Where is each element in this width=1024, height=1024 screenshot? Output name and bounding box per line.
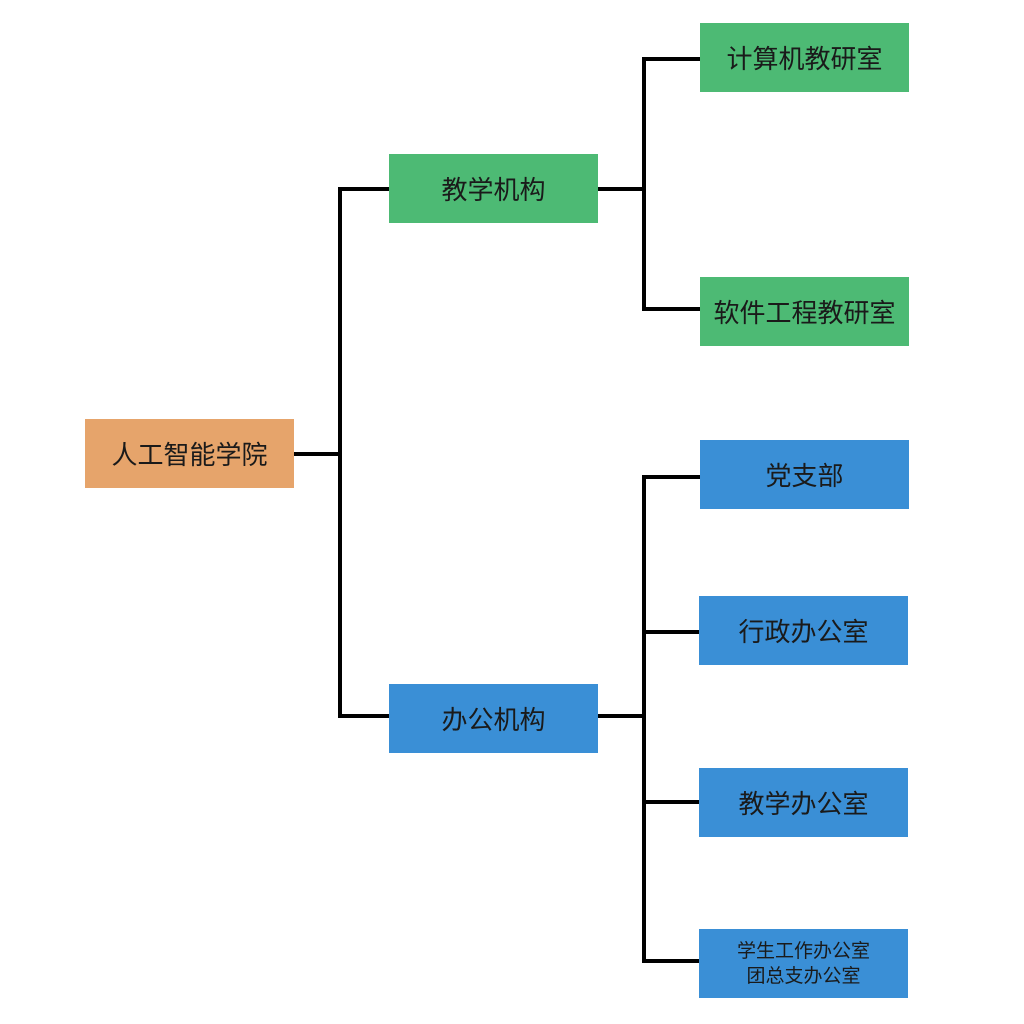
node-admin-office: 行政办公室	[699, 596, 908, 665]
node-party-branch: 党支部	[700, 440, 909, 509]
node-teaching-label: 教学机构	[441, 176, 546, 206]
node-party-branch-label: 党支部	[765, 462, 844, 492]
node-academic-office-label: 教学办公室	[738, 790, 869, 820]
node-cs-lab: 计算机教研室	[700, 23, 909, 92]
node-se-lab: 软件工程教研室	[700, 277, 909, 346]
node-cs-lab-label: 计算机教研室	[726, 45, 883, 75]
node-academic-office: 教学办公室	[699, 768, 908, 837]
node-teaching: 教学机构	[389, 154, 598, 223]
node-root-label: 人工智能学院	[111, 441, 268, 471]
node-office-label: 办公机构	[441, 706, 546, 736]
node-admin-office-label: 行政办公室	[738, 618, 869, 648]
node-student-office-line2: 团总支办公室	[746, 964, 861, 987]
node-root: 人工智能学院	[85, 419, 294, 488]
node-student-office-line1: 学生工作办公室	[736, 939, 870, 962]
node-student-office: 学生工作办公室 团总支办公室	[699, 929, 908, 998]
node-se-lab-label: 软件工程教研室	[713, 299, 896, 329]
node-office: 办公机构	[389, 684, 598, 753]
